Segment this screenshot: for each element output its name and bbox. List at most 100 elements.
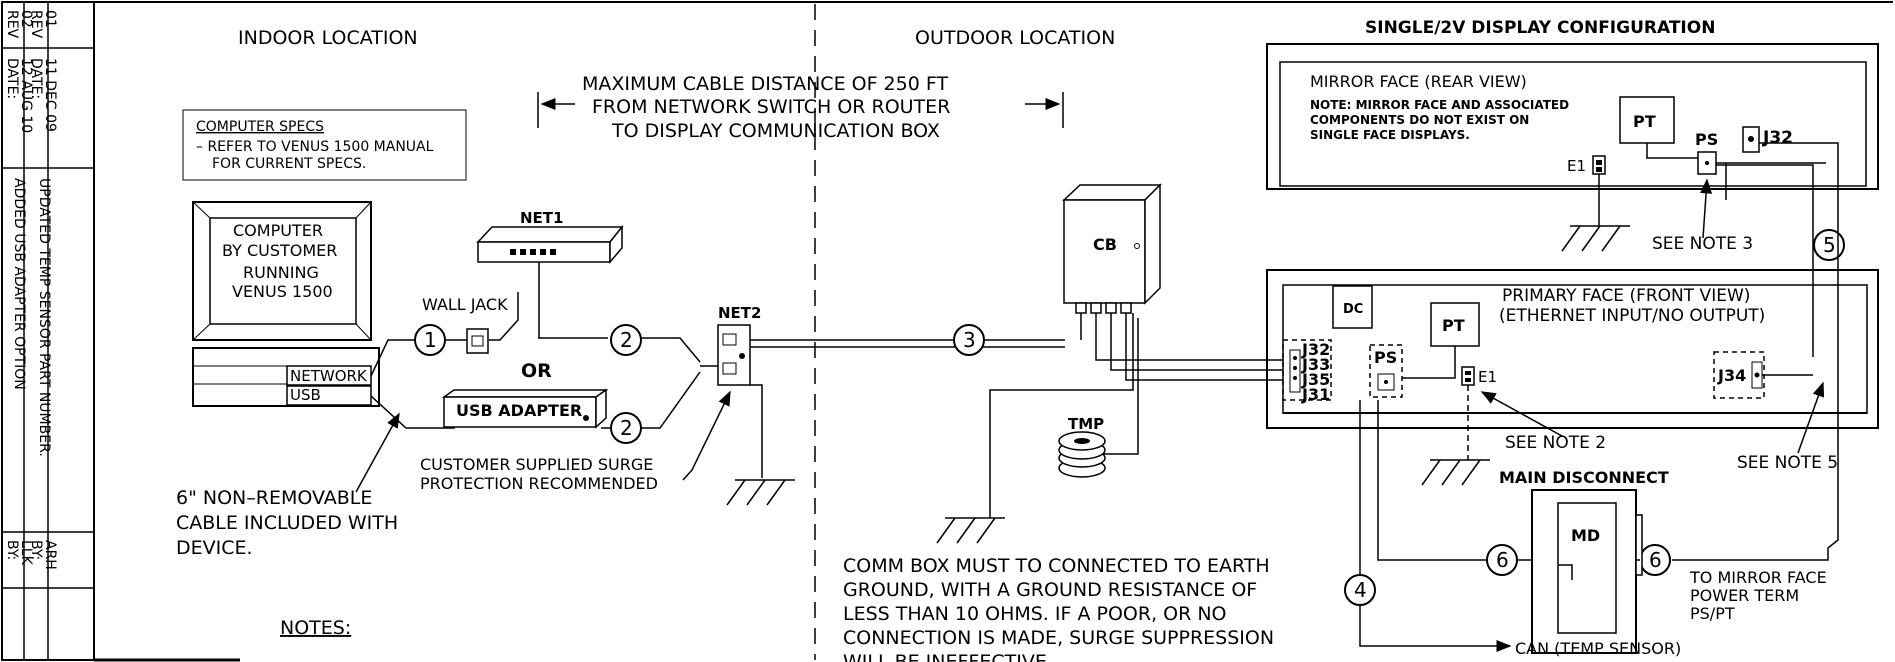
- rev-01-date: 11 DEC 09: [42, 58, 58, 132]
- svg-text:MAIN DISCONNECT: MAIN DISCONNECT: [1499, 468, 1669, 487]
- primary-e1-label: E1: [1478, 368, 1497, 386]
- communication-box: CB: [1062, 183, 1162, 314]
- by-header-1: BY:: [4, 540, 20, 560]
- svg-text:TO DISPLAY COMMUNICATION BOX: TO DISPLAY COMMUNICATION BOX: [611, 120, 940, 142]
- computer-specs-box: COMPUTER SPECS – REFER TO VENUS 1500 MAN…: [182, 109, 467, 181]
- display-config-title: SINGLE/2V DISPLAY CONFIGURATION: [1365, 18, 1715, 38]
- svg-text:VENUS 1500: VENUS 1500: [232, 282, 333, 301]
- mirror-pt-label: PT: [1633, 112, 1656, 131]
- network-port-label: NETWORK: [290, 367, 368, 385]
- primary-face-title: PRIMARY FACE (FRONT VIEW): [1502, 286, 1750, 306]
- circle-callouts: 1 2 2 3 4 5 6 6: [414, 229, 1845, 606]
- svg-text:NOTE: MIRROR FACE AND ASSOCIAT: NOTE: MIRROR FACE AND ASSOCIATED: [1310, 98, 1569, 112]
- rev-01-desc: UPDATED TEMP SENSOR PART NUMBER.: [36, 178, 52, 457]
- indoor-cabling: [370, 255, 718, 429]
- rev-01: 01: [42, 10, 58, 28]
- svg-text:CUSTOMER SUPPLIED SURGE: CUSTOMER SUPPLIED SURGE: [420, 455, 653, 474]
- rev-02: 02: [18, 10, 34, 28]
- callout-6b: 6: [1649, 548, 1662, 572]
- j32-label: J32: [1301, 340, 1330, 359]
- j31-label: J31: [1301, 385, 1330, 404]
- date-header-1: DATE:: [4, 58, 20, 99]
- svg-text:PS/PT: PS/PT: [1690, 604, 1735, 623]
- rev-02-by: LLK: [18, 540, 34, 566]
- svg-text:– REFER TO VENUS 1500 MANUAL: – REFER TO VENUS 1500 MANUAL: [196, 139, 434, 155]
- svg-text:DEVICE.: DEVICE.: [176, 537, 253, 559]
- svg-text:CABLE INCLUDED WITH: CABLE INCLUDED WITH: [176, 512, 398, 534]
- rev-02-desc: ADDED USB ADAPTER OPTION: [11, 178, 27, 390]
- j34-label: J34: [1717, 366, 1746, 385]
- disconnect-wiring: [1359, 400, 1640, 652]
- svg-text:COMPONENTS DO NOT EXIST ON: COMPONENTS DO NOT EXIST ON: [1310, 113, 1529, 127]
- see-note-3: SEE NOTE 3: [1652, 234, 1753, 254]
- see-note-2: SEE NOTE 2: [1505, 433, 1606, 453]
- notes-heading: NOTES:: [280, 617, 351, 639]
- j33-label: J33: [1301, 355, 1330, 374]
- svg-text:POWER TERM: POWER TERM: [1690, 586, 1799, 605]
- callout-6a: 6: [1496, 548, 1509, 572]
- tmp-label: TMP: [1068, 415, 1104, 433]
- net1-switch: NET1: [476, 209, 624, 265]
- mirror-j32-label: J32: [1762, 128, 1793, 148]
- rev-01-by: ARH: [42, 540, 58, 570]
- main-disconnect: MAIN DISCONNECT MD: [1499, 468, 1669, 654]
- wall-jack-label: WALL JACK: [422, 295, 508, 314]
- net2-surge: NET2: [717, 304, 1065, 478]
- indoor-location-title: INDOOR LOCATION: [238, 27, 418, 49]
- mirror-power-line1: TO MIRROR FACE: [1689, 568, 1827, 587]
- svg-text:WILL BE INEFFECTIVE.: WILL BE INEFFECTIVE.: [843, 651, 1053, 662]
- callout-4: 4: [1354, 578, 1367, 602]
- computer: COMPUTER BY CUSTOMER RUNNING VENUS 1500 …: [192, 201, 380, 407]
- usb-adapter: USB ADAPTER: [441, 388, 609, 429]
- callout-5: 5: [1823, 233, 1836, 257]
- rev-header-1: REV: [4, 10, 20, 39]
- md-label: MD: [1571, 526, 1600, 545]
- svg-text:RUNNING: RUNNING: [243, 263, 319, 282]
- can-temp-sensor-label: CAN (TEMP SENSOR): [1515, 639, 1681, 658]
- ground-note: COMM BOX MUST TO CONNECTED TO EARTH GROU…: [843, 555, 1274, 662]
- surge-protection-note: CUSTOMER SUPPLIED SURGE PROTECTION RECOM…: [420, 390, 731, 493]
- j35-label: J35: [1301, 370, 1330, 389]
- svg-text:COMM BOX MUST TO CONNECTED TO: COMM BOX MUST TO CONNECTED TO EARTH: [843, 555, 1270, 577]
- svg-text:PROTECTION RECOMMENDED: PROTECTION RECOMMENDED: [420, 474, 658, 493]
- net2-label: NET2: [718, 304, 761, 322]
- svg-text:LESS THAN 10 OHMS. IF A POOR,: LESS THAN 10 OHMS. IF A POOR, OR NO: [843, 603, 1227, 625]
- outdoor-location-title: OUTDOOR LOCATION: [915, 27, 1115, 49]
- callout-2a: 2: [620, 328, 633, 352]
- svg-text:FROM NETWORK SWITCH OR ROUTER: FROM NETWORK SWITCH OR ROUTER: [592, 96, 950, 118]
- cb-label: CB: [1093, 235, 1117, 254]
- mirror-wiring: [1646, 142, 1839, 561]
- callout-2b: 2: [620, 416, 633, 440]
- primary-face-panel: PRIMARY FACE (FRONT VIEW) (ETHERNET INPU…: [1266, 269, 1879, 460]
- cable-included-note: 6" NON–REMOVABLE CABLE INCLUDED WITH DEV…: [176, 412, 400, 559]
- mirror-face-panel: MIRROR FACE (REAR VIEW) NOTE: MIRROR FAC…: [1266, 43, 1879, 226]
- callout-1: 1: [424, 328, 437, 352]
- svg-text:(ETHERNET INPUT/NO OUTPUT): (ETHERNET INPUT/NO OUTPUT): [1499, 306, 1765, 326]
- mirror-e1-label: E1: [1567, 157, 1586, 175]
- computer-screen-line1: COMPUTER: [233, 221, 323, 240]
- net1-label: NET1: [520, 209, 563, 227]
- svg-text:SINGLE FACE DISPLAYS.: SINGLE FACE DISPLAYS.: [1310, 128, 1470, 142]
- see-note-5: SEE NOTE 5: [1737, 453, 1838, 473]
- svg-text:CONNECTION IS MADE, SURGE SUPP: CONNECTION IS MADE, SURGE SUPPRESSION: [843, 627, 1274, 649]
- callout-3: 3: [963, 328, 976, 352]
- rev-header-2: REV: [28, 10, 44, 39]
- usb-port-label: USB: [290, 386, 321, 404]
- primary-pt-label: PT: [1442, 316, 1465, 335]
- svg-text:6" NON–REMOVABLE: 6" NON–REMOVABLE: [176, 487, 372, 509]
- primary-ps-label: PS: [1374, 348, 1397, 367]
- rev-02-date: 12 AUG 10: [18, 58, 34, 133]
- wall-jack: WALL JACK: [422, 295, 508, 354]
- computer-specs-title: COMPUTER SPECS: [196, 119, 324, 135]
- svg-text:GROUND, WITH A GROUND RESISTAN: GROUND, WITH A GROUND RESISTANCE OF: [843, 579, 1257, 601]
- date-header-2: DATE:: [28, 58, 44, 99]
- dc-label: DC: [1343, 302, 1363, 317]
- mirror-face-title: MIRROR FACE (REAR VIEW): [1310, 72, 1527, 91]
- revision-block: REV REV 02 01 DATE: DATE: 12 AUG 10 11 D…: [1, 1, 95, 661]
- cable-distance-note: MAXIMUM CABLE DISTANCE OF 250 FT FROM NE…: [537, 73, 1064, 142]
- mirror-ps-label: PS: [1695, 130, 1718, 149]
- svg-text:FOR CURRENT SPECS.: FOR CURRENT SPECS.: [212, 156, 366, 172]
- temp-sensor: TMP: [1058, 415, 1106, 478]
